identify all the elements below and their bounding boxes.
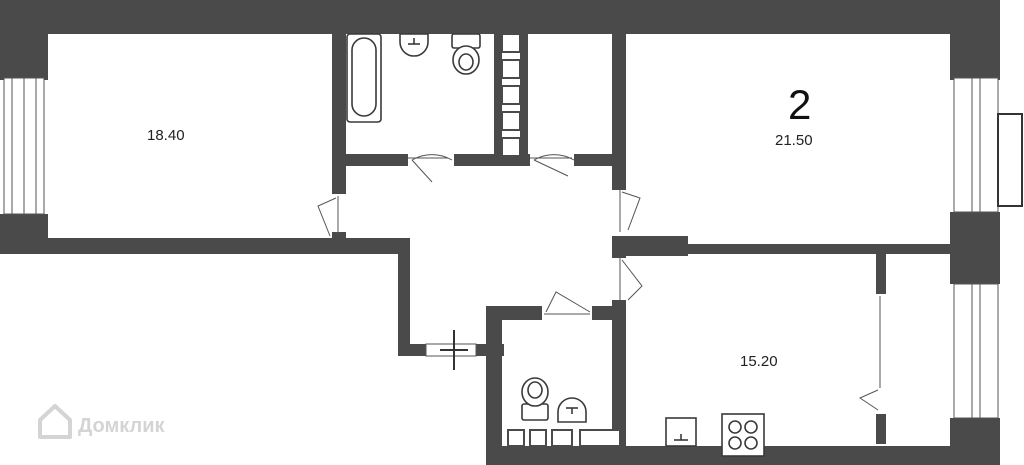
room-2-area: 21.50: [775, 132, 813, 149]
room-2-number: 2: [788, 81, 811, 128]
house-logo-icon: [38, 404, 72, 439]
kitchen-area: 15.20: [740, 353, 778, 370]
walls: [0, 0, 1000, 465]
room-1-area: 18.40: [147, 127, 185, 144]
stove-icon: [721, 413, 765, 457]
watermark-text: Домклик: [78, 415, 165, 437]
toilet-icon-2: [521, 377, 549, 421]
window-bottom: [425, 330, 477, 370]
bathtub-icon: [346, 33, 382, 123]
watermark: Домклик: [38, 404, 165, 439]
doors: [317, 154, 881, 411]
kitchen-sink-icon: [665, 417, 697, 447]
window-right-room2: [953, 77, 1023, 213]
window-left: [3, 77, 45, 215]
toilet-icon: [451, 33, 481, 75]
window-right-loggia: [953, 283, 999, 419]
sink-icon: [399, 33, 429, 57]
ventilation-shaft: [501, 33, 521, 157]
shaft-bottom: [507, 429, 621, 447]
sink-icon-2: [557, 397, 587, 423]
